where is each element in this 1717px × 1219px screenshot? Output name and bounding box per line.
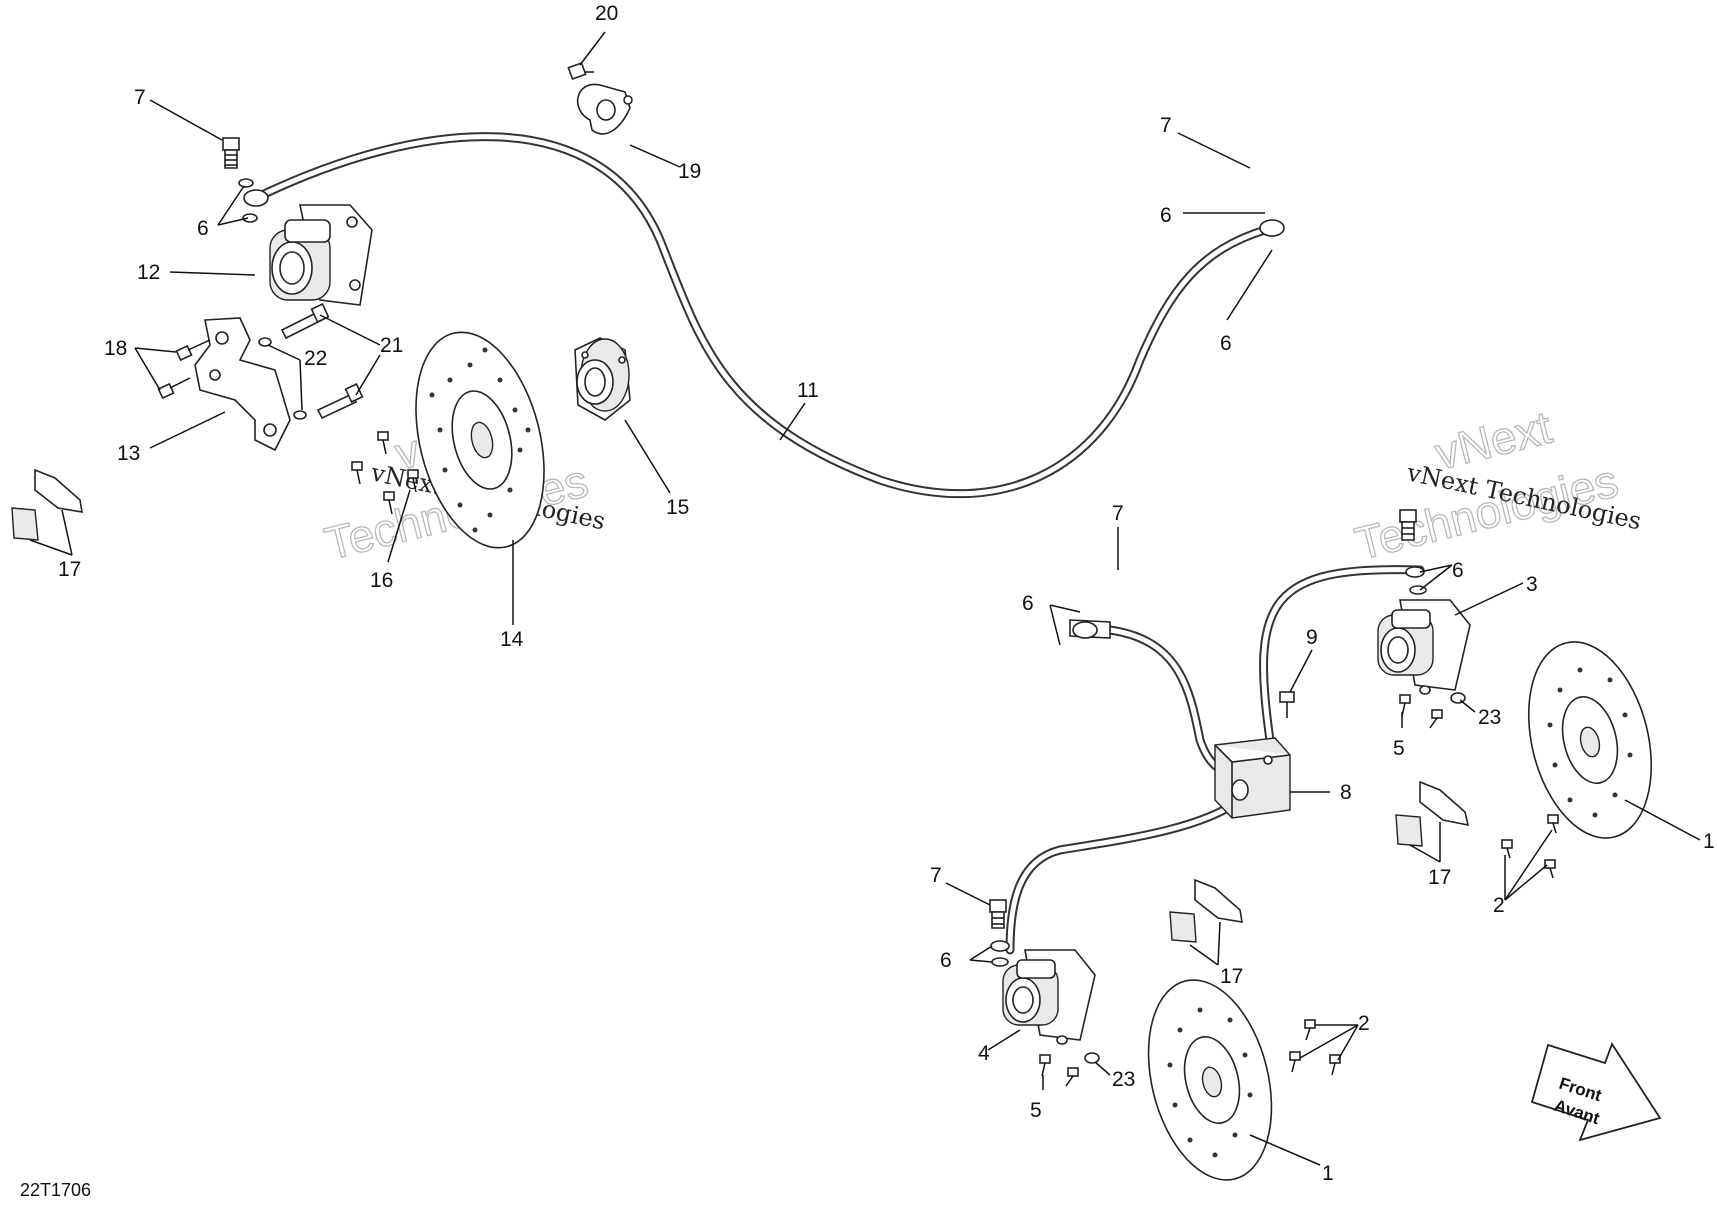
callout-2: 2 bbox=[1493, 894, 1505, 917]
bolts-18 bbox=[157, 339, 211, 400]
callout-19: 19 bbox=[678, 160, 701, 183]
clamp-bolt-20 bbox=[567, 61, 594, 81]
callout-17: 17 bbox=[58, 558, 81, 581]
callout-labels: 20 19 7 6 12 18 22 21 13 17 16 14 15 11 … bbox=[58, 2, 1715, 1185]
caliper-bracket bbox=[194, 317, 291, 452]
callout-15: 15 bbox=[666, 496, 689, 519]
callout-6: 6 bbox=[1022, 592, 1034, 615]
callout-9: 9 bbox=[1306, 626, 1318, 649]
callout-21: 21 bbox=[380, 334, 403, 357]
callout-23: 23 bbox=[1112, 1068, 1135, 1091]
diagram-code: 22T1706 bbox=[20, 1180, 91, 1200]
callout-6: 6 bbox=[197, 217, 209, 240]
caliper-bolts-5-left bbox=[1039, 1035, 1100, 1087]
callout-5: 5 bbox=[1393, 737, 1405, 760]
callout-7: 7 bbox=[134, 86, 146, 109]
callout-5: 5 bbox=[1030, 1099, 1042, 1122]
callout-6: 6 bbox=[1160, 204, 1172, 227]
callout-6: 6 bbox=[1452, 559, 1464, 582]
callout-7: 7 bbox=[1112, 502, 1124, 525]
brake-pads-rear bbox=[11, 468, 83, 541]
callout-17: 17 bbox=[1428, 866, 1451, 889]
callout-17: 17 bbox=[1220, 965, 1243, 988]
distribution-block bbox=[1214, 737, 1291, 819]
banjo-bolt-rear bbox=[222, 137, 258, 223]
callout-3: 3 bbox=[1526, 573, 1538, 596]
callout-6: 6 bbox=[940, 949, 952, 972]
callout-20: 20 bbox=[595, 2, 618, 25]
callout-18: 18 bbox=[104, 337, 127, 360]
bolts-21 bbox=[280, 303, 364, 420]
brake-pads-front-left bbox=[1169, 878, 1243, 943]
callout-1: 1 bbox=[1703, 830, 1715, 853]
rear-brake-disc bbox=[415, 331, 545, 549]
front-right-brake-disc bbox=[1527, 641, 1653, 839]
disc-bolts-2-left bbox=[1289, 1019, 1341, 1076]
callout-22: 22 bbox=[304, 347, 327, 370]
callout-16: 16 bbox=[370, 569, 393, 592]
rear-brake-hose bbox=[243, 132, 1285, 499]
banjo-bolt-front-right bbox=[1399, 509, 1427, 595]
callout-4: 4 bbox=[978, 1042, 990, 1065]
hose-clamp bbox=[576, 83, 633, 135]
washers-22 bbox=[258, 337, 307, 420]
callout-6: 6 bbox=[1220, 332, 1232, 355]
callout-13: 13 bbox=[117, 442, 140, 465]
callout-11: 11 bbox=[797, 379, 819, 402]
rear-hub bbox=[574, 337, 631, 421]
callout-8: 8 bbox=[1340, 781, 1352, 804]
watermark-right: Technologies vNext vNext Technologies bbox=[1349, 400, 1644, 570]
leader-lines bbox=[29, 31, 1701, 1166]
front-left-caliper bbox=[1002, 949, 1096, 1041]
disc-bolts-2-right bbox=[1501, 814, 1559, 879]
callout-7: 7 bbox=[1160, 114, 1172, 137]
disc-bolts-16 bbox=[351, 431, 419, 515]
banjo-bolt-front-left bbox=[989, 899, 1010, 967]
callout-1: 1 bbox=[1322, 1162, 1334, 1185]
rear-caliper bbox=[269, 204, 373, 306]
front-right-caliper bbox=[1377, 599, 1471, 691]
callout-7: 7 bbox=[930, 864, 942, 887]
caliper-bolts-5-right bbox=[1399, 685, 1466, 729]
callout-23: 23 bbox=[1478, 706, 1501, 729]
front-left-brake-disc bbox=[1147, 979, 1273, 1181]
callout-14: 14 bbox=[500, 628, 524, 651]
callout-2: 2 bbox=[1358, 1012, 1370, 1035]
front-direction-arrow: Front Avant bbox=[1530, 1042, 1662, 1142]
callout-12: 12 bbox=[137, 261, 160, 284]
brake-pads-front-right bbox=[1395, 780, 1470, 847]
bolt-9 bbox=[1279, 691, 1295, 718]
